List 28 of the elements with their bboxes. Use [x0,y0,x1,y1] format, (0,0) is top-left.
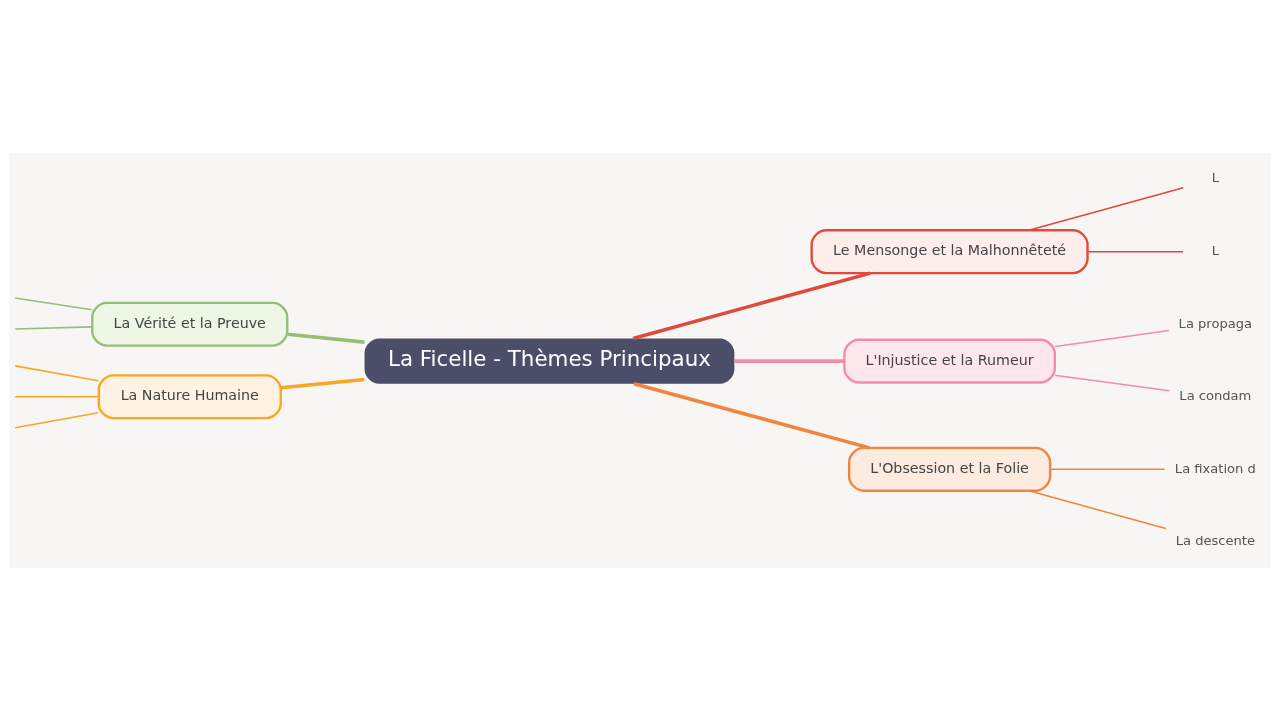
connector [14,395,100,398]
node-box: La Ficelle - Thèmes Principaux [364,338,735,384]
node-box: L'Injustice et la Rumeur [843,338,1056,384]
connector [14,296,93,310]
node-text: L [1211,242,1220,258]
node-box: La Vérité et la Preuve [91,301,289,347]
connector [14,364,100,381]
connector [1054,329,1170,347]
connector [14,411,100,428]
node-text: La descente [1175,532,1256,548]
connector [734,358,845,363]
connector [280,377,365,390]
connector [1049,468,1166,470]
connector [1054,373,1171,391]
connector [632,270,871,340]
node-box: La Nature Humaine [97,373,282,419]
node-box: L'Obsession et la Folie [847,446,1052,492]
connector [1027,489,1167,529]
connector [1087,250,1184,252]
connector [1027,186,1185,231]
node-text: L [1211,169,1220,185]
node-text: La propaga [1178,315,1253,331]
node-text: La fixation d [1174,460,1256,476]
node-box: Le Mensonge et la Malhonnêteté [810,228,1089,274]
connector [633,381,870,450]
connector [14,325,93,330]
connector [287,331,365,344]
node-text: La condam [1179,387,1252,403]
